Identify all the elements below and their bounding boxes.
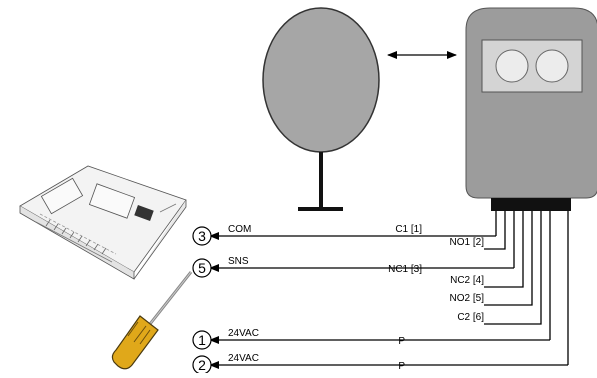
terminal-number: 1 (198, 332, 206, 348)
terminal-label: COM (228, 224, 251, 235)
screwdriver-icon (111, 271, 193, 370)
terminal-number: 3 (198, 228, 206, 244)
terminal-arrows (209, 232, 568, 369)
wire-label: P (398, 361, 405, 372)
terminal-labels: COM SNS 24VAC 24VAC (228, 224, 259, 364)
wire-label: NC1 [3] (388, 264, 422, 275)
wire-label: NC2 [4] (450, 275, 484, 286)
terminal-2: 2 (192, 355, 212, 375)
terminal-3: 3 (192, 226, 212, 246)
terminal-label: SNS (228, 256, 249, 267)
terminal-label: 24VAC (228, 328, 259, 339)
wire-labels: C1 [1] NO1 [2] NC1 [3] NC2 [4] NO2 [5] C… (388, 224, 484, 372)
wire-label: C1 [1] (395, 224, 422, 235)
wire-label: P (398, 336, 405, 347)
controller-board-icon (19, 165, 187, 280)
terminal-5: 5 (192, 258, 212, 278)
wire-label: C2 [6] (457, 312, 484, 323)
reflector-mirror-icon (262, 7, 380, 211)
terminal-1: 1 (192, 330, 212, 350)
wire-label: NO1 [2] (450, 237, 485, 248)
terminal-number: 2 (198, 357, 206, 373)
terminal-number: 5 (198, 260, 206, 276)
photo-sensor-icon (465, 7, 597, 211)
sensor-wires (484, 211, 569, 365)
wire-label: NO2 [5] (450, 293, 485, 304)
terminal-label: 24VAC (228, 353, 259, 364)
